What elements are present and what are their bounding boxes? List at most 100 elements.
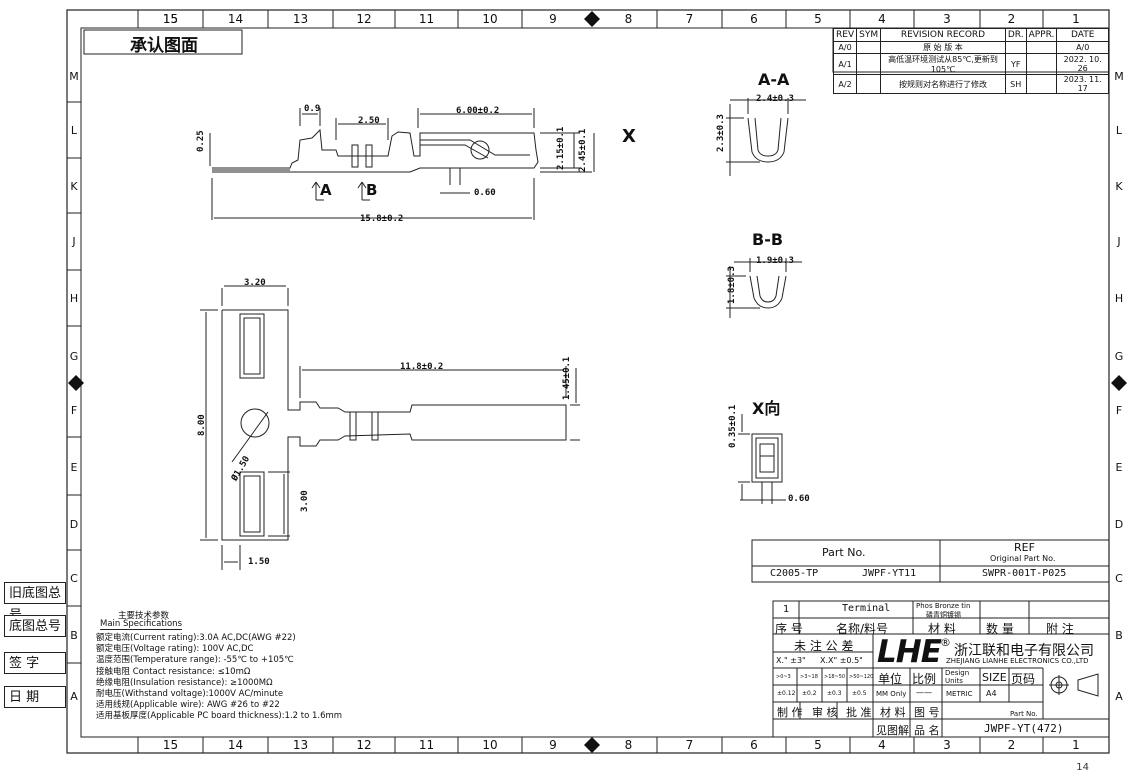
tolerance-title: 未 注 公 差 xyxy=(794,639,854,653)
zone-bot-5: 5 xyxy=(814,738,822,752)
specs-list: 额定电流(Current rating):3.0A AC,DC(AWG #22)… xyxy=(96,633,342,723)
zone-top-3: 3 xyxy=(943,12,951,26)
zone-left-H: H xyxy=(69,292,79,305)
zone-top-13: 13 xyxy=(292,12,309,26)
spec-line: 额定电压(Voltage rating): 100V AC,DC xyxy=(96,644,254,655)
part-no-a: C2005-TP xyxy=(770,568,819,579)
zone-top-12: 12 xyxy=(356,12,372,26)
bom-qty-header: 数 量 xyxy=(986,622,1014,636)
zone-bot-9: 9 xyxy=(549,738,557,752)
unit-label: 单位 xyxy=(878,672,903,686)
original-part-no-label: Original Part No. xyxy=(990,554,1056,563)
zone-top-5: 5 xyxy=(814,12,822,26)
spec-line: 绝缘电阻(Insulation resistance): ≥1000MΩ xyxy=(96,677,273,688)
bom-material-cn: 磷青铜镀锡 xyxy=(926,611,961,619)
x-view xyxy=(738,414,786,504)
zone-left-L: L xyxy=(70,124,78,137)
zone-right-J: J xyxy=(1117,235,1121,248)
zone-right-M: M xyxy=(1114,70,1124,83)
tolerance-xx: X.X" ±0.5" xyxy=(820,656,863,665)
zone-top-1: 1 xyxy=(1072,12,1080,26)
tol-4: ±0.5 xyxy=(852,690,867,697)
zone-bot-7: 7 xyxy=(685,738,694,752)
dim-15-8: 15.8±0.2 xyxy=(360,214,404,224)
zone-right-L: L xyxy=(1115,124,1123,137)
zone-left-D: D xyxy=(69,518,79,531)
signature-label: 签 字 xyxy=(4,652,66,674)
zone-bot-11: 11 xyxy=(418,738,435,752)
dim-1-50: 1.50 xyxy=(248,557,270,567)
appr-header: APPR. xyxy=(1025,28,1058,42)
product-label: 品 名 xyxy=(914,724,940,737)
zone-bot-3: 3 xyxy=(943,738,951,752)
dim-3-20: 3.20 xyxy=(244,278,266,288)
part-no-value: JWPF-YT(472) xyxy=(984,722,1064,735)
range-4: >50~120 xyxy=(849,674,874,680)
zone-top-9: 9 xyxy=(549,12,557,26)
zone-left-K: K xyxy=(70,180,78,193)
section-b-marker: B xyxy=(366,181,378,199)
zone-left-G: G xyxy=(69,350,79,363)
center-mark-right xyxy=(1111,375,1127,391)
zone-top-4: 4 xyxy=(878,12,886,26)
tolerance-x: X." ±3" xyxy=(776,656,806,665)
revision-row: A/0 原 始 版 本 A/0 xyxy=(832,41,1109,54)
zone-top-6: 6 xyxy=(750,12,758,26)
scale-label: 比例 xyxy=(912,672,937,686)
zone-bot-4: 4 xyxy=(878,738,886,752)
spec-line: 耐电压(Withstand voltage):1000V AC/minute xyxy=(96,689,284,700)
record-header: REVISION RECORD xyxy=(880,28,1006,42)
dim-0-35: 0.35±0.1 xyxy=(728,404,738,448)
page-number: 14 xyxy=(1076,762,1089,773)
title-block-frame xyxy=(772,600,1110,738)
zone-bot-13: 13 xyxy=(292,738,309,752)
scale-value: —— xyxy=(916,688,932,697)
base-drawing-label: 底图总号 xyxy=(4,615,66,637)
tol-3: ±0.3 xyxy=(827,690,842,697)
ref-label: REF xyxy=(1014,541,1035,554)
unit-value: MM Only xyxy=(876,690,907,698)
dim-3-00: 3.00 xyxy=(300,490,310,512)
dim-1-9: 1.9±0.3 xyxy=(756,256,794,266)
bom-seq-header: 序 号 xyxy=(775,622,803,636)
registered-mark: ® xyxy=(940,636,951,649)
part-no-label: Part No. xyxy=(822,546,866,559)
specs-title-en: Main Specifications xyxy=(100,619,182,630)
metric-value: METRIC xyxy=(946,690,973,698)
approved-by-label: 批 准 xyxy=(846,706,872,719)
section-a-a xyxy=(726,98,806,176)
revision-row: A/2 按规则对名称进行了修改 SH 2023. 11. 17 xyxy=(832,74,1109,94)
zone-left-F: F xyxy=(70,404,78,417)
zone-right-A: A xyxy=(1115,690,1123,703)
section-a-marker: A xyxy=(320,181,332,199)
zone-top-2: 2 xyxy=(1007,12,1016,26)
dim-0-25: 0.25 xyxy=(196,130,206,152)
zone-right-C: C xyxy=(1115,572,1123,585)
tol-1: ±0.12 xyxy=(777,690,796,697)
rev-header: REV xyxy=(832,28,858,42)
date-label: 日 期 xyxy=(4,686,66,708)
page-label: 页码 xyxy=(1011,672,1036,686)
spec-line: 适用基板厚度(Applicable PC board thickness):1.… xyxy=(96,711,343,722)
size-label: SIZE xyxy=(982,671,1007,684)
x-view-title: X向 xyxy=(752,399,781,418)
design-units-label: Design Units xyxy=(945,669,970,685)
zone-right-E: E xyxy=(1115,461,1123,474)
zone-right-F: F xyxy=(1115,404,1123,417)
dim-2-50: 2.50 xyxy=(358,116,380,126)
dim-0-9: 0.9 xyxy=(304,104,321,114)
tol-2: ±0.2 xyxy=(802,690,817,697)
see-view-label: 见图解 xyxy=(876,724,909,737)
range-2: >3~18 xyxy=(800,674,818,680)
original-part-no: SWPR-001T-P025 xyxy=(982,568,1067,579)
zone-left-E: E xyxy=(70,461,78,474)
dim-0-60-side: 0.60 xyxy=(474,188,496,198)
bom-item: 1 xyxy=(783,604,790,615)
side-view xyxy=(209,108,595,220)
center-mark-bottom xyxy=(584,737,600,753)
checked-by-label: 审 核 xyxy=(812,706,838,719)
dim-11-8: 11.8±0.2 xyxy=(400,362,444,372)
zone-bot-2: 2 xyxy=(1007,738,1016,752)
dim-6-00: 6.00±0.2 xyxy=(456,106,500,116)
section-b-b xyxy=(726,258,802,318)
